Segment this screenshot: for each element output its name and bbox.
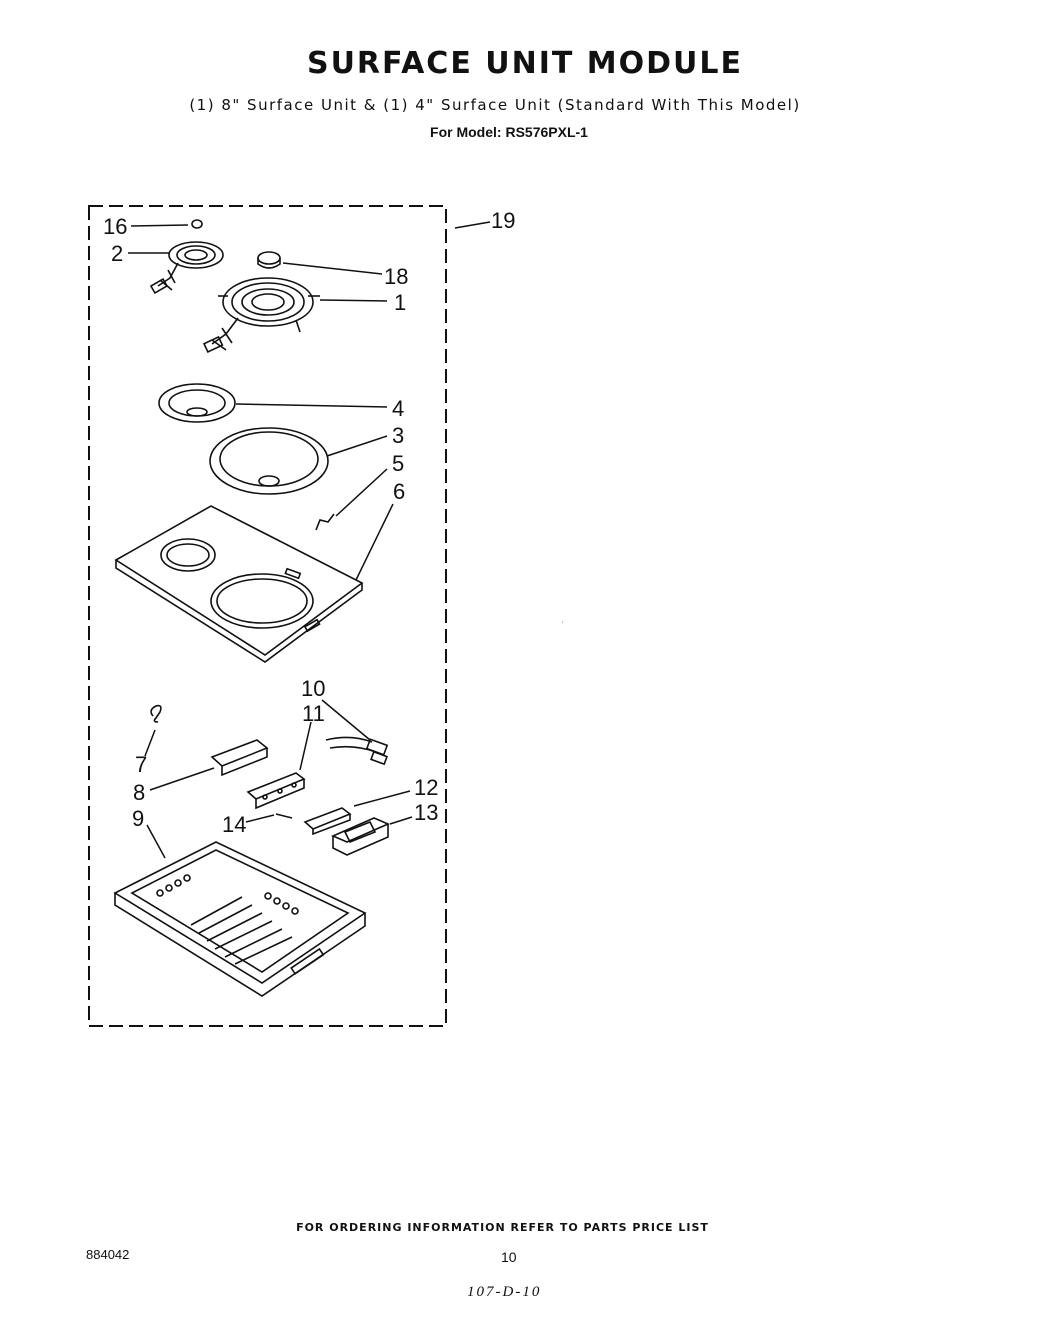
callout-5: 5 (392, 451, 404, 476)
model-line: For Model: RS576PXL-1 (430, 124, 588, 140)
part-7-clip (150, 704, 162, 723)
part-12-insulator (303, 807, 352, 836)
leader-12 (353, 790, 411, 807)
leader-13 (389, 816, 413, 825)
assembly-boundary (88, 205, 447, 1027)
leader-10 (321, 699, 371, 741)
callout-3: 3 (392, 423, 404, 448)
callout-18: 18 (384, 264, 408, 289)
leader-8 (149, 767, 215, 791)
part-9-chassis-box (113, 841, 367, 997)
callout-2: 2 (111, 241, 123, 266)
callout-9: 9 (132, 806, 144, 831)
part-14-screw (275, 813, 293, 819)
leader-9 (146, 824, 166, 859)
leader-4 (235, 403, 388, 408)
callout-7: 7 (135, 752, 147, 777)
part-10-wire-harness (325, 736, 389, 766)
part-6-cooktop-panel (114, 505, 364, 663)
callout-19: 19 (491, 208, 515, 233)
part-4-small-drip-bowl (158, 383, 236, 423)
callout-4: 4 (392, 396, 404, 421)
callout-12: 12 (414, 775, 438, 800)
callout-16: 16 (103, 214, 127, 239)
part-8-bracket (210, 739, 269, 777)
page-subtitle: (1) 8" Surface Unit & (1) 4" Surface Uni… (189, 96, 801, 114)
part-2-small-surface-unit (149, 241, 224, 295)
part-1-large-surface-unit (202, 277, 320, 353)
leader-16 (130, 224, 189, 227)
leader-1 (319, 299, 388, 302)
leader-19 (454, 221, 491, 229)
leader-11 (299, 721, 312, 771)
part-3-large-drip-bowl (209, 427, 329, 495)
page-title: SURFACE UNIT MODULE (306, 46, 744, 81)
page-number: 10 (501, 1249, 517, 1265)
callout-14: 14 (222, 812, 246, 837)
callout-11: 11 (302, 701, 325, 726)
part-18-cap (257, 251, 281, 269)
callout-10: 10 (301, 676, 325, 701)
leader-7 (144, 729, 156, 757)
leader-6 (355, 503, 394, 581)
callout-8: 8 (133, 780, 145, 805)
part-16-grommet (191, 219, 203, 229)
callout-6: 6 (393, 479, 405, 504)
part-13-mounting-bracket (330, 817, 391, 856)
leader-18 (282, 262, 383, 275)
part-5-clip (315, 513, 335, 531)
part-11-terminal-block (246, 772, 306, 810)
leader-14 (245, 814, 275, 823)
leader-3 (326, 435, 388, 457)
callout-1: 1 (394, 290, 406, 315)
leader-5 (335, 468, 388, 517)
document-number: 884042 (86, 1247, 130, 1262)
handwritten-reference: 107-D-10 (467, 1284, 542, 1300)
ordering-note: FOR ORDERING INFORMATION REFER TO PARTS … (296, 1221, 709, 1234)
callout-13: 13 (414, 800, 438, 825)
